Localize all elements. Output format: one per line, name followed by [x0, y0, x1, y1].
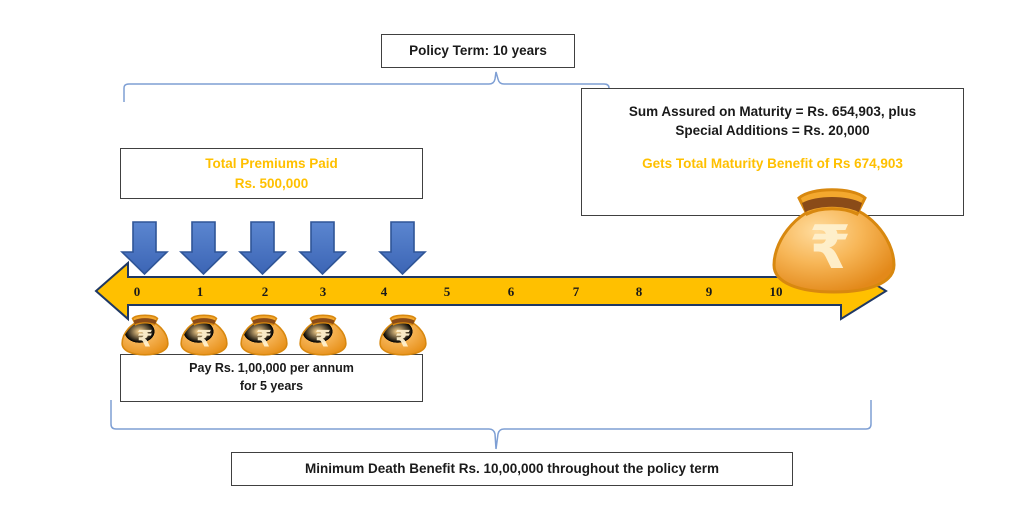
policy-term-label: Policy Term: 10 years [409, 43, 547, 59]
tick-label-6: 6 [507, 284, 515, 299]
maturity-total-benefit-line: Gets Total Maturity Benefit of Rs 674,90… [642, 156, 903, 172]
tick-label-0: 0 [133, 284, 141, 299]
total-premiums-title: Total Premiums Paid [205, 156, 338, 172]
maturity-special-additions-line: Special Additions = Rs. 20,000 [675, 123, 870, 139]
total-premiums-box: Total Premiums Paid Rs. 500,000 [120, 148, 423, 199]
policy-term-box: Policy Term: 10 years [381, 34, 575, 68]
premium-payment-duration-line: for 5 years [239, 379, 304, 393]
tick-label-10: 10 [769, 284, 783, 299]
death-benefit-label: Minimum Death Benefit Rs. 10,00,000 thro… [304, 461, 720, 477]
total-premiums-amount: Rs. 500,000 [234, 175, 309, 191]
tick-label-9: 9 [705, 284, 713, 299]
tick-label-5: 5 [443, 284, 451, 299]
premium-payment-amount-line: Pay Rs. 1,00,000 per annum [189, 361, 354, 376]
tick-label-2: 2 [261, 284, 269, 299]
tick-label-7: 7 [572, 284, 580, 299]
tick-label-3: 3 [319, 284, 327, 299]
tick-label-4: 4 [380, 284, 388, 299]
maturity-benefit-box: Sum Assured on Maturity = Rs. 654,903, p… [581, 88, 964, 216]
tick-label-8: 8 [635, 284, 643, 299]
premium-payment-box: Pay Rs. 1,00,000 per annum for 5 years [120, 354, 423, 402]
maturity-sum-assured-line: Sum Assured on Maturity = Rs. 654,903, p… [628, 104, 917, 119]
tick-label-1: 1 [196, 284, 204, 299]
death-benefit-box: Minimum Death Benefit Rs. 10,00,000 thro… [231, 452, 793, 486]
